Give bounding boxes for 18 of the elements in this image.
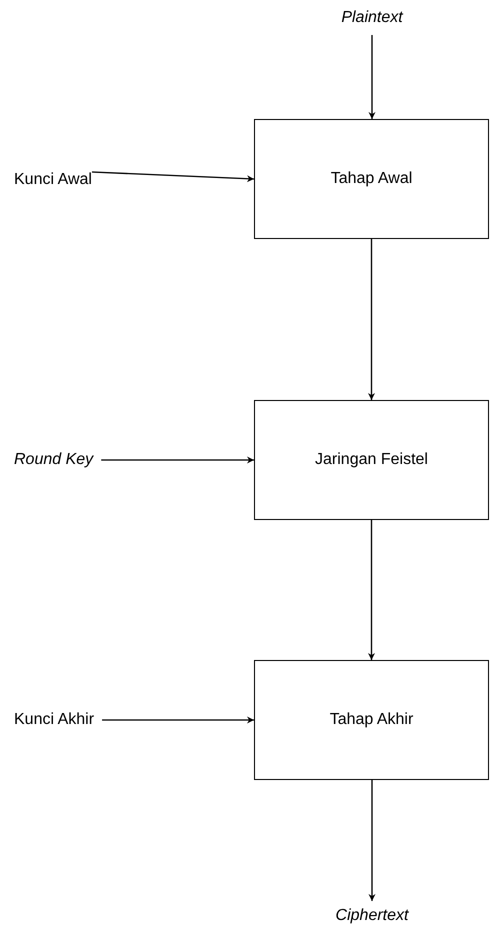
input-label: Ciphertext [336,907,408,925]
arrow [368,239,375,400]
arrow [368,35,376,119]
arrow [102,716,254,724]
process-label: Tahap Akhir [330,711,414,729]
process-box [254,660,489,780]
process-box [254,119,489,239]
input-label: Plaintext [341,9,403,27]
process-label: Jaringan Feistel [315,451,428,469]
arrow [92,171,254,182]
input-label: Kunci Akhir [14,711,94,729]
arrow [368,780,376,901]
arrow [368,520,375,660]
arrow [101,456,254,464]
input-label: Round Key [14,451,94,469]
process-box [254,400,489,520]
process-label: Tahap Awal [330,170,412,188]
input-label: Kunci Awal [14,171,92,189]
